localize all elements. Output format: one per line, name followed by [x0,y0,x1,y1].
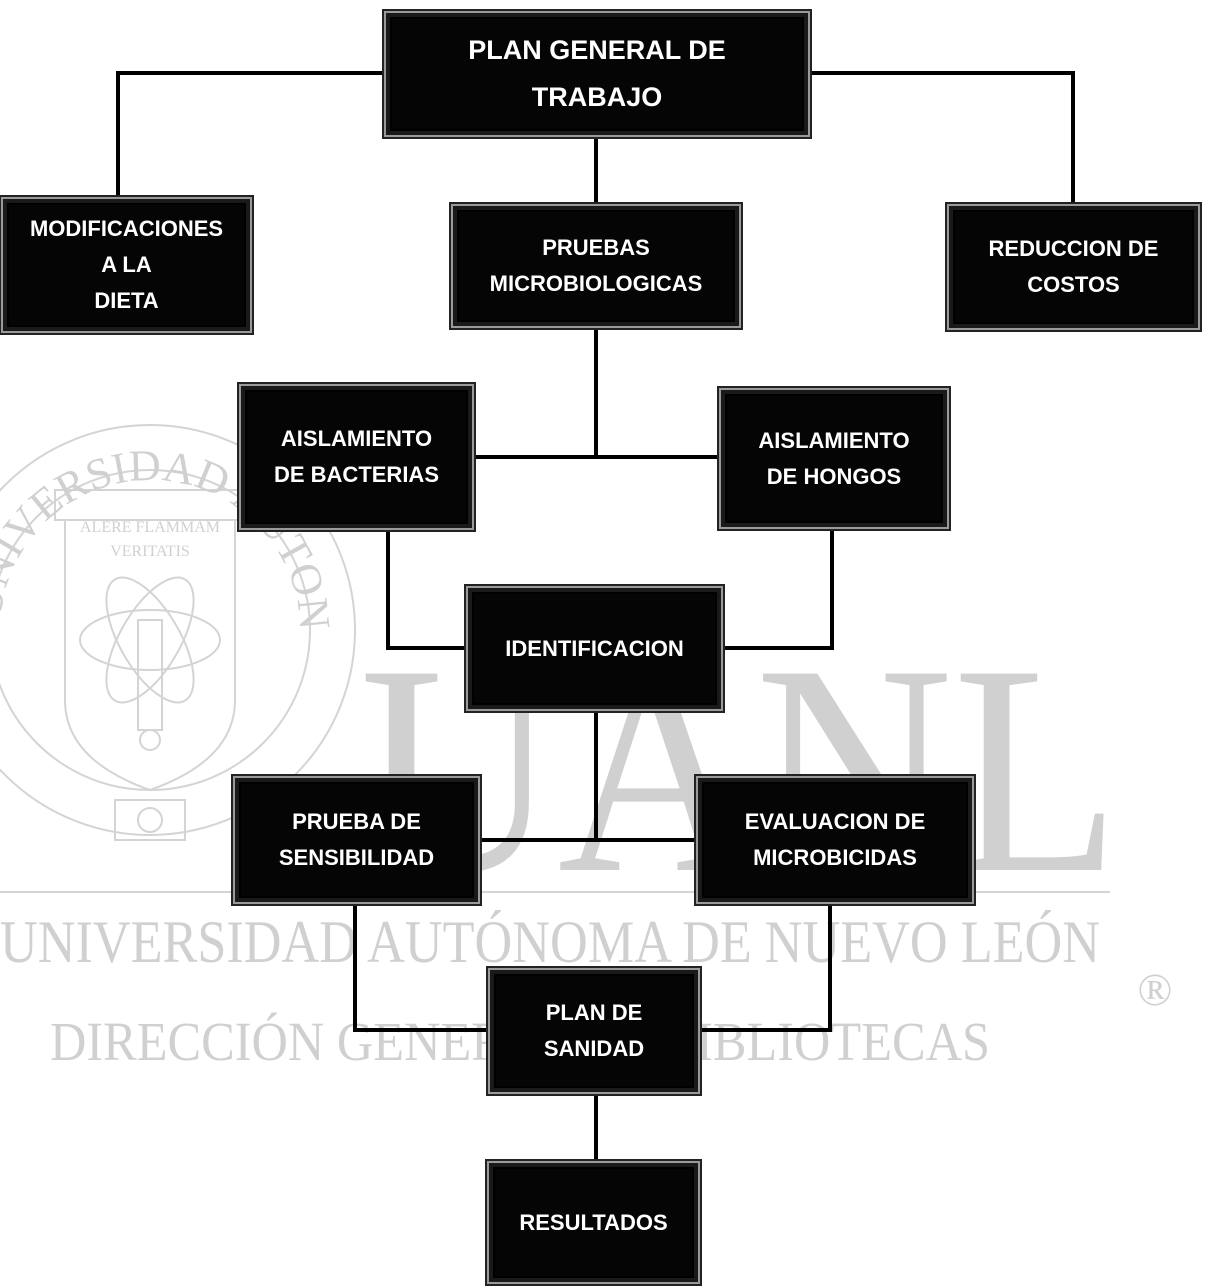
watermark: UNIVERSIDAD AUTONOMA DE NUEVO LEON ALERE… [0,0,1172,1072]
node-identificacion-label: IDENTIFICACION [505,635,684,661]
node-prueba-sensibilidad: PRUEBA DE SENSIBILIDAD [231,774,482,906]
connectors [116,71,1075,1167]
university-seal [0,424,356,841]
node-plan-sanidad: PLAN DE SANIDAD [486,966,702,1096]
university-name-line: UNIVERSIDAD AUTÓNOMA DE NUEVO LEÓN [0,909,1100,975]
node-aislamiento-bacterias-label: AISLAMIENTO DE BACTERIAS [273,426,439,487]
edge-evaluacion-to-sanidad [696,900,832,1032]
node-reduccion-costos: REDUCCION DE COSTOS [945,202,1202,332]
node-evaluacion-label: EVALUACION DE MICROBICIDAS [744,809,926,870]
node-aislamiento-hongos: AISLAMIENTO DE HONGOS [717,386,951,531]
node-prueba-sensibilidad-label: PRUEBA DE SENSIBILIDAD [278,809,435,870]
node-reduccion-label: REDUCCION DE COSTOS [988,236,1159,297]
node-resultados-label: RESULTADOS [519,1209,668,1235]
node-modificaciones-label: MODIFICACIONES A LA DIETA [29,216,224,313]
node-plan-general: PLAN GENERAL DE TRABAJO [382,9,812,139]
node-aislamiento-bacterias: AISLAMIENTO DE BACTERIAS [237,382,476,532]
node-modificaciones: MODIFICACIONES A LA DIETA [0,195,254,335]
node-pruebas-microbiologicas: PRUEBAS MICROBIOLOGICAS [449,202,743,330]
node-resultados: RESULTADOS [485,1159,702,1286]
edge-plan-to-modificaciones [116,71,387,200]
edge-hongos-to-identificacion [718,526,834,650]
node-evaluacion-microbicidas: EVALUACION DE MICROBICIDAS [694,774,976,906]
node-pruebas-label: PRUEBAS MICROBIOLOGICAS [489,235,703,296]
edge-bacterias-to-identificacion [386,526,472,650]
node-aislamiento-hongos-label: AISLAMIENTO DE HONGOS [758,427,910,489]
node-identificacion: IDENTIFICACION [464,584,725,713]
registered-mark: ® [1138,964,1173,1015]
seal-motto-line-1: ALERE FLAMMAM [80,519,220,536]
node-plan-general-label: PLAN GENERAL DE TRABAJO [468,35,726,112]
seal-motto-line-2: VERITATIS [110,543,190,560]
edge-plan-to-reduccion [806,71,1075,207]
edge-sensibilidad-to-sanidad [353,900,492,1032]
node-plan-sanidad-label: PLAN DE SANIDAD [543,1000,645,1061]
